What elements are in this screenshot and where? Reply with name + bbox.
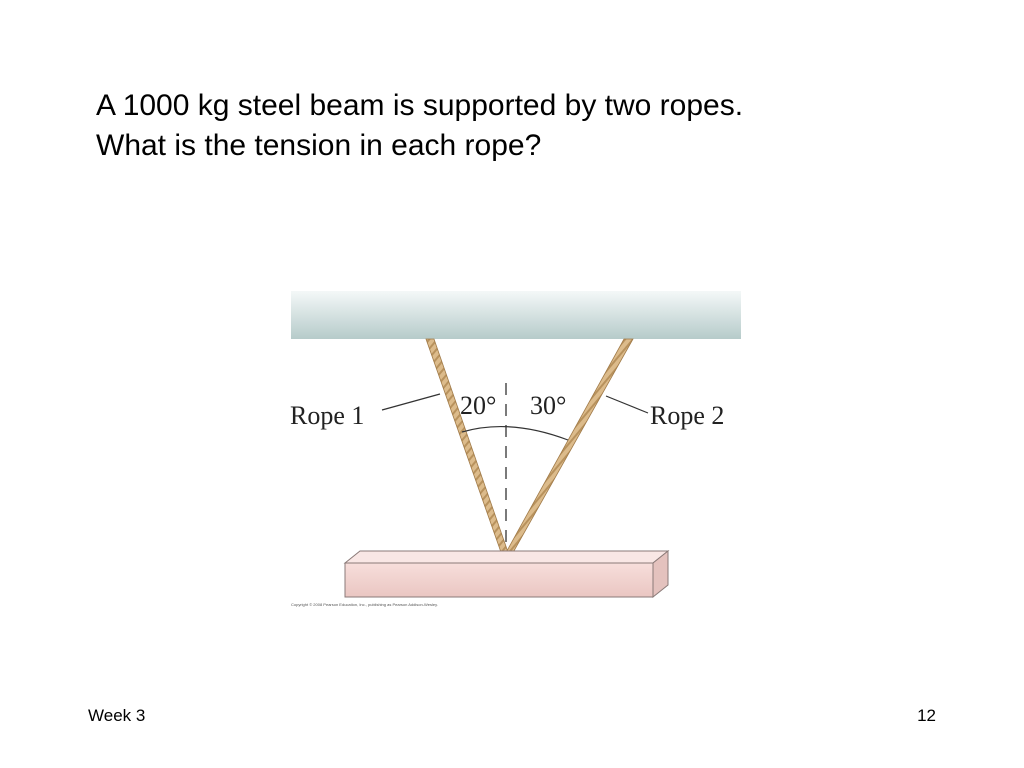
beam-front-face bbox=[344, 562, 654, 598]
angle-2-label: 30° bbox=[530, 391, 566, 420]
ceiling bbox=[291, 291, 741, 339]
footer-page-number: 12 bbox=[917, 706, 936, 725]
question-line-1: A 1000 kg steel beam is supported by two… bbox=[96, 89, 744, 122]
rope-1 bbox=[425, 338, 511, 559]
rope-2-label: Rope 2 bbox=[650, 401, 724, 430]
angle-arc bbox=[461, 425, 569, 441]
angle-1-label: 20° bbox=[460, 391, 496, 420]
beam-top-face bbox=[343, 550, 670, 564]
rope-1-label: Rope 1 bbox=[290, 401, 364, 430]
rope-2 bbox=[502, 338, 634, 559]
figure-copyright: Copyright © 2008 Pearson Education, Inc.… bbox=[291, 602, 438, 607]
rope-1-leader-line bbox=[381, 393, 441, 411]
question-text: A 1000 kg steel beam is supported by two… bbox=[96, 86, 916, 166]
question-line-2: What is the tension in each rope? bbox=[96, 129, 542, 162]
footer-week: Week 3 bbox=[88, 706, 146, 725]
rope-2-leader-line bbox=[605, 395, 649, 414]
